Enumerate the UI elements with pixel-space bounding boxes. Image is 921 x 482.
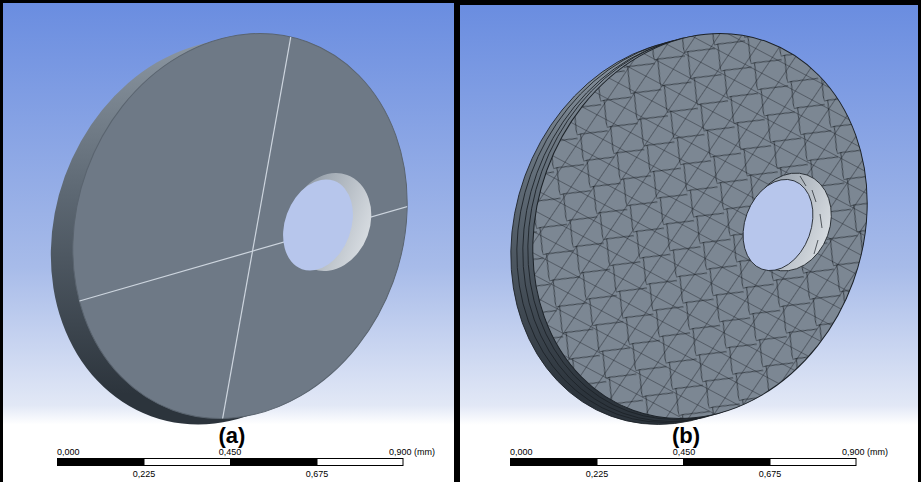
scale-value: 0,450: [219, 447, 242, 457]
scale-value: 0,675: [759, 469, 782, 479]
panel-label: (a): [219, 424, 246, 448]
scale-value: 0,675: [306, 469, 329, 479]
scale-value: 0,000: [57, 447, 80, 457]
meshed-disk: [458, 0, 920, 472]
scale-bar: [511, 459, 857, 466]
scale-value: 0,900 (mm): [389, 447, 435, 457]
disk-geometry: [0, 0, 460, 472]
scale-value: 0,450: [673, 447, 696, 457]
scale-bar: [58, 459, 404, 466]
scale-value: 0,900 (mm): [842, 447, 888, 457]
scale-value: 0,000: [510, 447, 533, 457]
panel-label: (b): [672, 424, 700, 448]
scale-value: 0,225: [133, 469, 156, 479]
scale-value: 0,225: [586, 469, 609, 479]
